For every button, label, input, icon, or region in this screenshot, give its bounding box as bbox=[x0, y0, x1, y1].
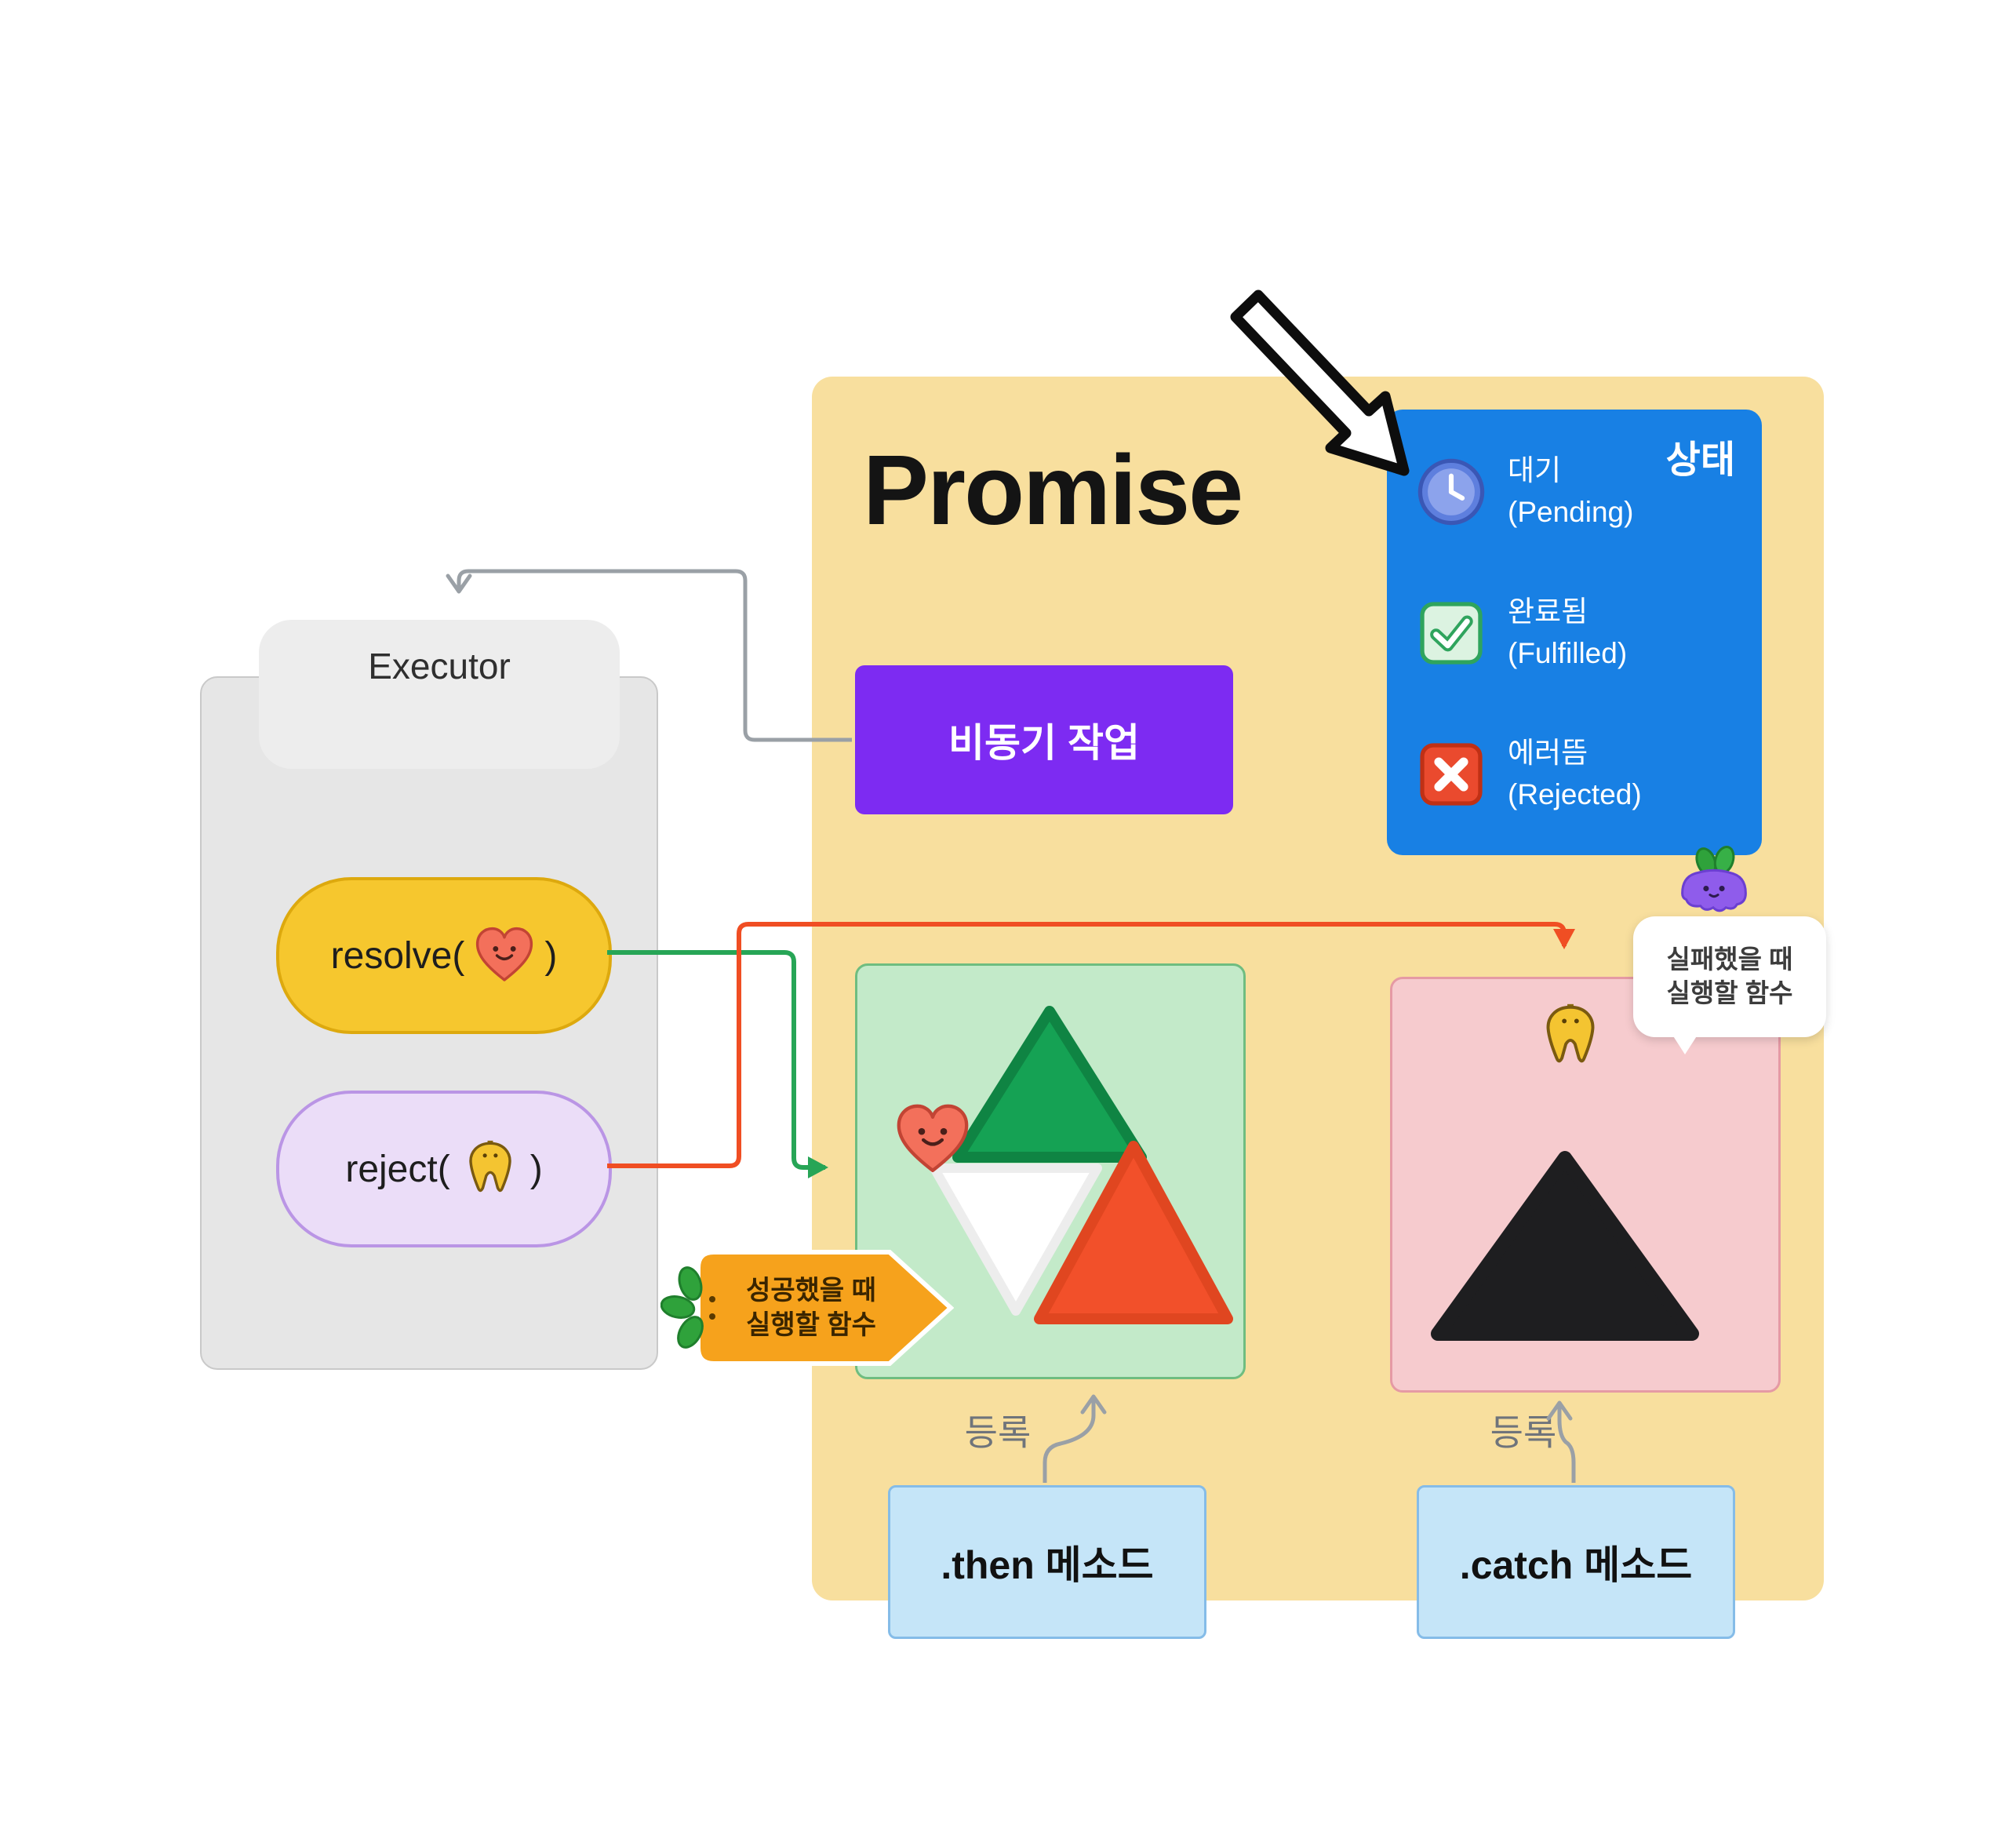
catch-zone bbox=[1390, 977, 1781, 1393]
state-row-fulfilled: 완료됨 (Fulfilled) bbox=[1417, 592, 1627, 674]
state-panel-title: 상태 bbox=[1665, 439, 1735, 481]
state-label: 에러뜸 bbox=[1508, 737, 1588, 769]
success-callback-text: 성공했을 때 실행할 함수 bbox=[728, 1249, 894, 1367]
failure-callback-tooltip: 실패했을 때 실행할 함수 bbox=[1633, 916, 1826, 1054]
failure-callback-line1: 실패했을 때 bbox=[1666, 945, 1793, 974]
reject-label-close: ) bbox=[529, 1148, 543, 1190]
state-row-pending: 대기 (Pending) bbox=[1417, 450, 1633, 533]
state-label: 완료됨 bbox=[1508, 595, 1588, 628]
turnip-icon bbox=[1681, 845, 1747, 912]
banana-peel-icon bbox=[1546, 1003, 1595, 1063]
executor-title: Executor bbox=[368, 646, 511, 686]
executor-tab: Executor bbox=[259, 620, 620, 769]
async-task-label: 비동기 작업 bbox=[948, 721, 1140, 765]
failure-callback-line2: 실행할 함수 bbox=[1666, 978, 1793, 1007]
reject-label-open: reject( bbox=[345, 1148, 450, 1190]
catch-method-label: .catch 메소드 bbox=[1459, 1543, 1693, 1587]
carrot-bubble-shape bbox=[696, 1250, 954, 1366]
state-label: 대기 bbox=[1508, 454, 1562, 486]
then-register-label: 등록 bbox=[964, 1412, 1032, 1453]
reject-pill: reject( ) bbox=[276, 1091, 612, 1247]
state-sublabel: (Rejected) bbox=[1508, 777, 1642, 810]
black-triangle bbox=[1431, 1151, 1699, 1341]
resolve-label-open: resolve( bbox=[330, 934, 465, 977]
state-text-rejected: 에러뜸 (Rejected) bbox=[1508, 733, 1642, 815]
then-method-box: .then 메소드 bbox=[888, 1485, 1206, 1639]
clock-icon bbox=[1417, 458, 1485, 525]
catch-zone-art bbox=[1431, 1003, 1699, 1341]
state-sublabel: (Pending) bbox=[1508, 495, 1634, 528]
check-icon bbox=[1420, 601, 1483, 665]
success-callback-tooltip: 성공했을 때 실행할 함수 bbox=[660, 1249, 954, 1367]
promise-title: Promise bbox=[863, 435, 1243, 545]
x-icon bbox=[1420, 742, 1483, 806]
resolve-pill: resolve( ) bbox=[276, 877, 612, 1034]
state-panel: 상태 대기 (Pending) 완료됨 (Fulfilled) bbox=[1387, 410, 1762, 855]
state-text-fulfilled: 완료됨 (Fulfilled) bbox=[1508, 592, 1627, 674]
catch-register-label: 등록 bbox=[1490, 1412, 1557, 1453]
tooltip-tail bbox=[1671, 1032, 1699, 1054]
banana-peel-icon bbox=[469, 1140, 511, 1193]
resolve-label-close: ) bbox=[544, 934, 558, 977]
success-callback-line1: 성공했을 때 bbox=[746, 1275, 876, 1306]
white-triangle bbox=[930, 1163, 1102, 1316]
success-callback-line2: 실행할 함수 bbox=[746, 1310, 876, 1340]
state-sublabel: (Fulfilled) bbox=[1508, 636, 1628, 669]
state-text-pending: 대기 (Pending) bbox=[1508, 450, 1633, 533]
red-triangle bbox=[1034, 1141, 1233, 1324]
heart-icon bbox=[476, 927, 533, 981]
green-triangle bbox=[952, 1006, 1147, 1163]
carrot-leaves-icon bbox=[660, 1266, 704, 1349]
catch-method-box: .catch 메소드 bbox=[1417, 1485, 1735, 1639]
async-task-box: 비동기 작업 bbox=[855, 665, 1233, 814]
state-row-rejected: 에러뜸 (Rejected) bbox=[1417, 733, 1642, 815]
then-method-label: .then 메소드 bbox=[941, 1543, 1154, 1587]
